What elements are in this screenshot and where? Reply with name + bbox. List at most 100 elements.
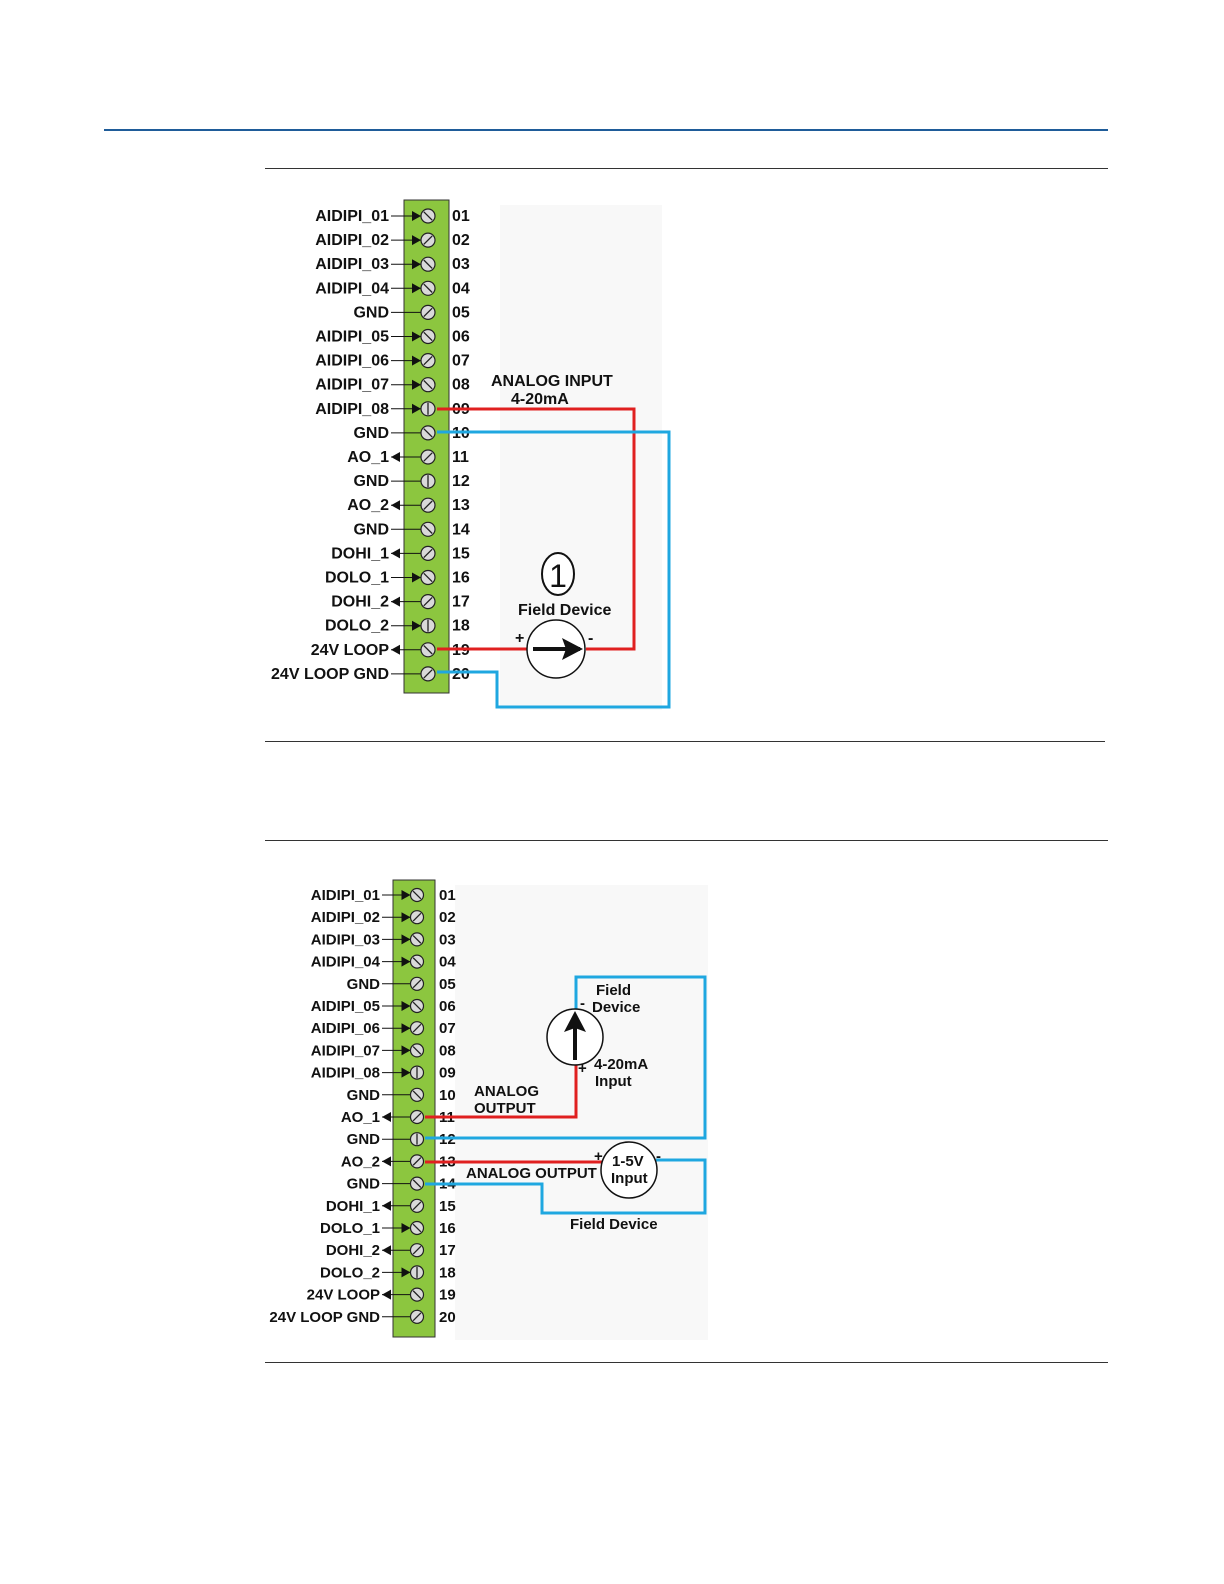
- figure2-plus-sign-bottom: +: [578, 1060, 587, 1077]
- arrow-out-icon: [382, 1289, 391, 1300]
- terminal-number: 17: [439, 1242, 456, 1259]
- terminal-label: DOLO_1: [325, 570, 389, 587]
- figure1-callout-number: 1: [549, 558, 567, 594]
- terminal-label: AIDIPI_01: [311, 887, 380, 904]
- screw-icon: [420, 280, 436, 296]
- arrow-in-icon: [412, 331, 421, 342]
- arrow-out-icon: [391, 596, 400, 607]
- terminal-label: AIDIPI_04: [315, 280, 389, 297]
- screw-icon: [420, 232, 436, 248]
- terminal-number: 16: [452, 570, 470, 587]
- figure2-blue-wire-1-5v: [425, 1158, 707, 1215]
- figure1-plus-sign: +: [515, 630, 524, 647]
- figure2-current-source: [546, 1008, 604, 1066]
- terminal-label: AIDIPI_02: [311, 909, 380, 926]
- arrow-in-icon: [401, 1267, 411, 1278]
- arrow-in-icon: [401, 1223, 411, 1233]
- figure1-terminal-16: DOLO_1 16: [325, 570, 470, 587]
- arrow-out-icon: [382, 1200, 391, 1211]
- figure2-minus-sign-right: -: [656, 1148, 661, 1165]
- terminal-label: DOHI_1: [326, 1198, 380, 1215]
- terminal-label: DOHI_2: [331, 594, 389, 611]
- terminal-label: DOLO_2: [325, 618, 389, 635]
- terminal-label: AIDIPI_04: [311, 954, 381, 971]
- terminal-number: 14: [452, 521, 470, 538]
- terminal-label: AIDIPI_06: [315, 353, 389, 370]
- figure2-background-panel: [455, 885, 708, 1340]
- terminal-number: 01: [452, 208, 470, 225]
- figure1-bottom-rule: [265, 741, 1105, 742]
- arrow-in-icon: [401, 1001, 411, 1011]
- terminal-label: 24V LOOP GND: [269, 1309, 380, 1326]
- figure1-top-rule: [265, 168, 1108, 169]
- screw-icon: [420, 449, 436, 465]
- arrow-in-icon: [401, 912, 411, 923]
- terminal-number: 19: [439, 1287, 456, 1304]
- terminal-number: 01: [439, 887, 456, 904]
- figure1-analog-input-label: ANALOG INPUT: [491, 373, 613, 390]
- screw-icon: [409, 1287, 425, 1302]
- terminal-number: 20: [452, 666, 470, 683]
- figure2-field-device-line2: Device: [592, 999, 640, 1016]
- figure1-terminal-18: DOLO_2 18: [325, 618, 470, 635]
- terminal-number: 17: [452, 594, 470, 611]
- screw-icon: [420, 401, 436, 417]
- figure2-voltage-input-range: 1-5V: [612, 1153, 644, 1170]
- terminal-number: 16: [439, 1220, 456, 1237]
- screw-icon: [409, 910, 425, 925]
- terminal-number: 02: [439, 909, 456, 926]
- terminal-label: AO_1: [347, 449, 389, 466]
- terminal-number: 09: [439, 1065, 456, 1082]
- figure1-terminal-14: GND 14: [353, 521, 469, 538]
- terminal-label: AIDIPI_02: [315, 232, 389, 249]
- figure1-terminal-17: DOHI_2 17: [331, 594, 470, 611]
- terminal-label: DOHI_1: [331, 545, 389, 562]
- arrow-out-icon: [382, 1156, 391, 1167]
- figure1-current-source: [526, 619, 586, 679]
- figure1-analog-input-range: 4-20mA: [511, 391, 569, 408]
- terminal-number: 03: [452, 256, 470, 273]
- figure2-bottom-rule: [265, 1362, 1108, 1363]
- screw-icon: [420, 666, 436, 682]
- arrow-in-icon: [412, 572, 421, 583]
- screw-icon: [409, 887, 425, 903]
- terminal-label: 24V LOOP: [311, 642, 390, 659]
- terminal-number: 18: [452, 618, 470, 635]
- screw-icon: [409, 954, 425, 969]
- arrow-in-icon: [401, 1023, 411, 1034]
- terminal-label: AIDIPI_05: [311, 998, 380, 1015]
- screw-icon: [420, 256, 436, 272]
- arrow-out-icon: [391, 500, 400, 511]
- screw-icon: [409, 998, 425, 1014]
- screw-icon: [420, 497, 436, 513]
- arrow-in-icon: [412, 403, 421, 414]
- figure2-input-label: Input: [595, 1073, 632, 1090]
- screw-icon: [409, 1021, 425, 1036]
- figure2-voltage-input-label: Input: [611, 1170, 648, 1187]
- terminal-label: AO_2: [341, 1153, 380, 1170]
- terminal-number: 12: [452, 473, 470, 490]
- arrow-out-icon: [391, 548, 400, 559]
- screw-icon: [420, 593, 436, 610]
- terminal-label: GND: [353, 521, 389, 538]
- screw-icon: [420, 353, 436, 369]
- screw-icon: [409, 1176, 425, 1191]
